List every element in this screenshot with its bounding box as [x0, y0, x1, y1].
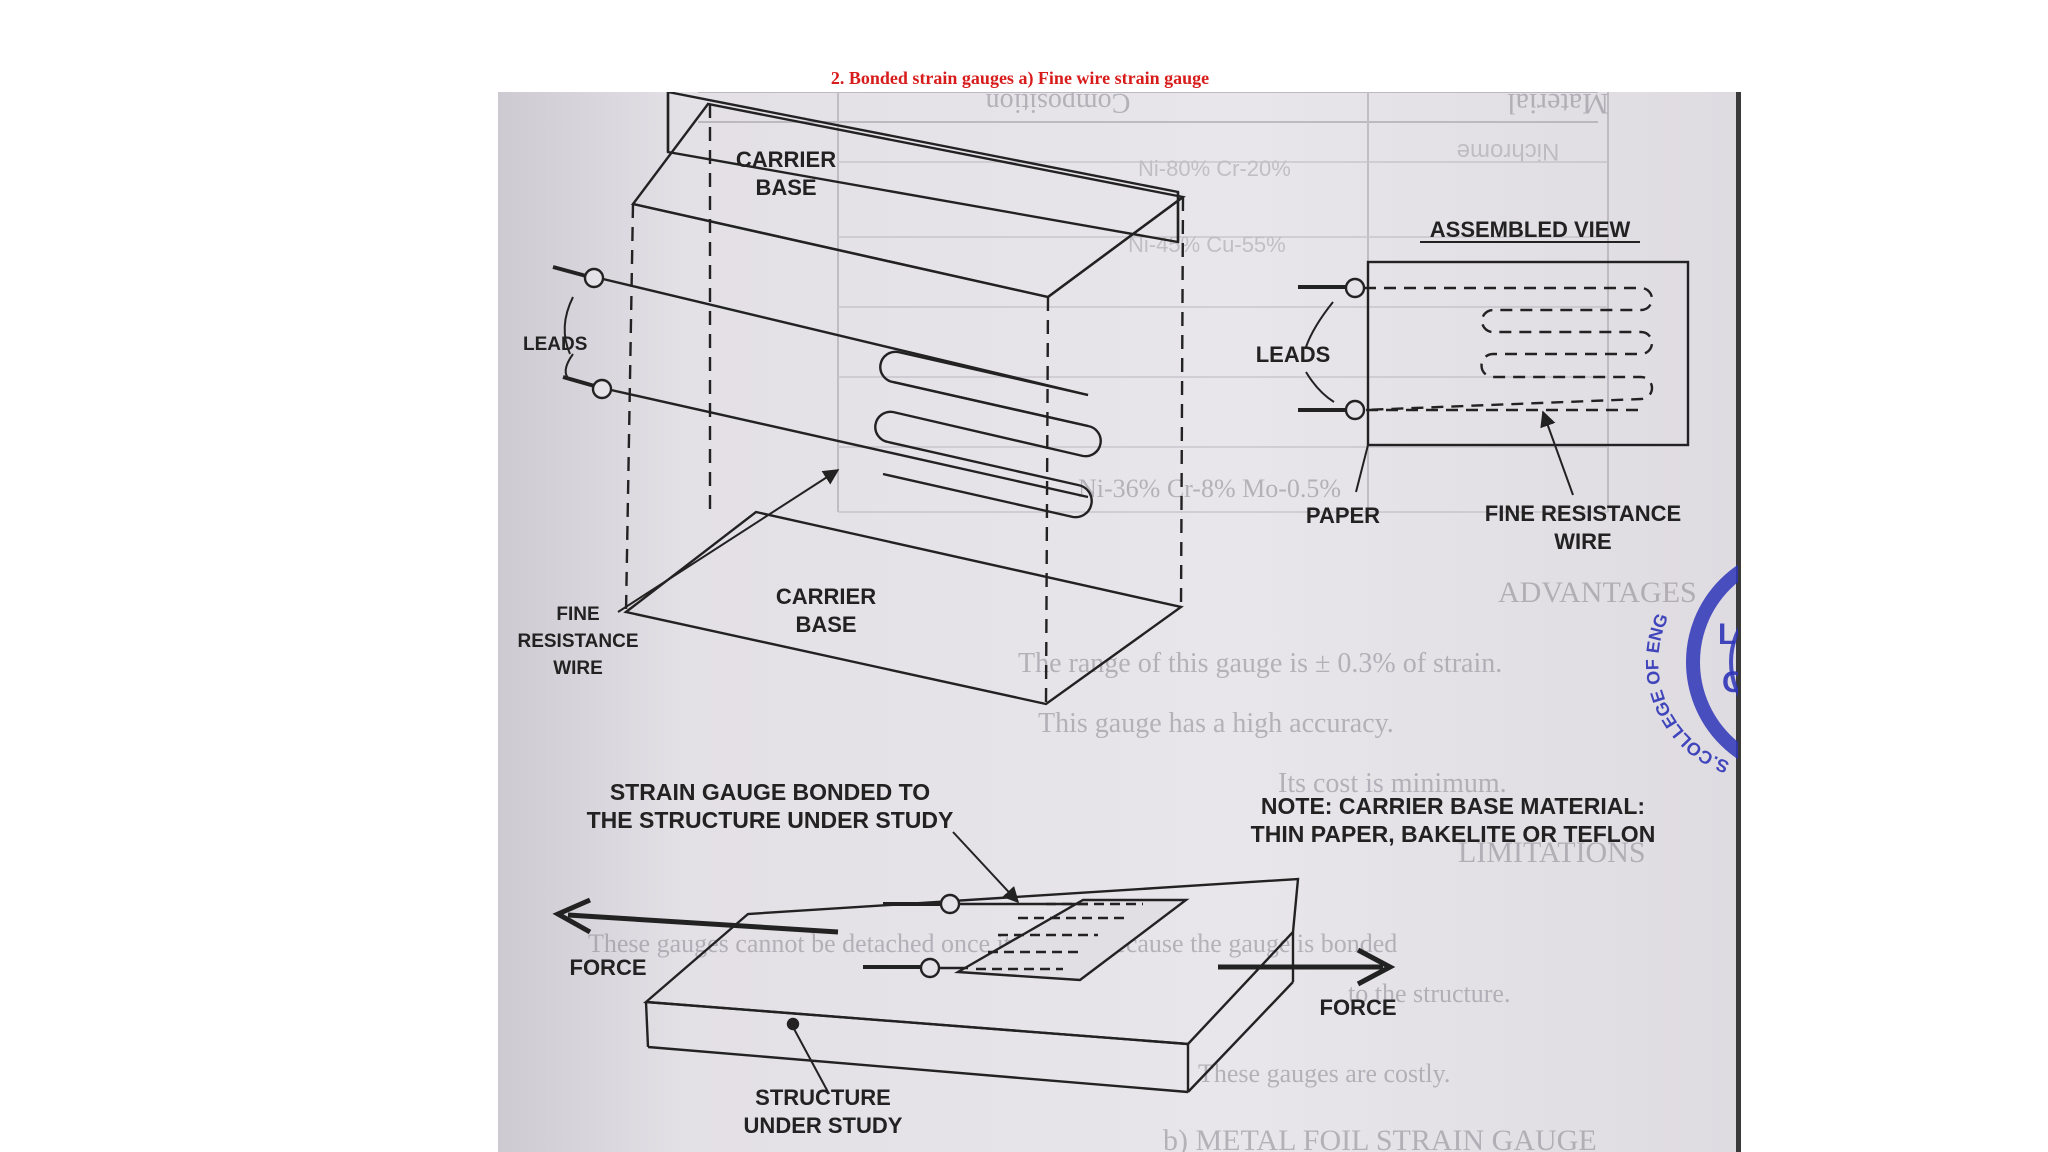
ghost-section2: LIMITATIONS	[1458, 836, 1646, 869]
force-left-label: FORCE	[570, 955, 647, 980]
ghost-table-header: Material	[1507, 92, 1609, 120]
ghost-row6-comp: Ni-36% Cr-8% Mo-0.5%	[1078, 474, 1341, 503]
note-line-2: THIN PAPER, BAKELITE OR TEFLON	[1251, 821, 1656, 847]
carrier-base-top-label-2: BASE	[755, 175, 816, 200]
assembled-view	[1298, 260, 1690, 496]
svg-text:C: C	[1722, 666, 1741, 699]
paper-background	[498, 92, 1741, 1152]
ghost-table-header2: Composition	[986, 92, 1131, 118]
note-line-1: NOTE: CARRIER BASE MATERIAL:	[1261, 793, 1645, 819]
paper-label: PAPER	[1306, 503, 1380, 528]
ghost-row1-comp: Ni-80% Cr-20%	[1138, 156, 1291, 181]
structure-label-2: UNDER STUDY	[744, 1113, 903, 1138]
show-through-layer: Material Composition Nichrome Ni-80% Cr-…	[588, 92, 1697, 1152]
ghost-section3: b) METAL FOIL STRAIN GAUGE	[1163, 1124, 1597, 1152]
bonded-view	[552, 831, 1396, 1094]
bonded-heading-2: THE STRUCTURE UNDER STUDY	[587, 807, 954, 833]
assembled-view-heading: ASSEMBLED VIEW	[1430, 217, 1631, 242]
carrier-base-bottom-label-2: BASE	[795, 612, 856, 637]
ghost-bullet1: The range of this gauge is ± 0.3% of str…	[1018, 648, 1502, 679]
exploded-view	[552, 92, 1186, 706]
leads-label-assembled: LEADS	[1256, 342, 1331, 367]
page-title: 2. Bonded strain gauges a) Fine wire str…	[830, 68, 1210, 88]
ghost-row1-material: Nichrome	[1457, 138, 1560, 165]
diagram-photo: Material Composition Nichrome Ni-80% Cr-…	[498, 92, 1741, 1152]
svg-text:L: L	[1718, 618, 1736, 651]
force-right-label: FORCE	[1320, 995, 1397, 1020]
fine-resistance-wire-label-1: FINE	[556, 604, 599, 625]
bonded-heading-1: STRAIN GAUGE BONDED TO	[610, 779, 930, 805]
assembled-wire-label-2: WIRE	[1554, 529, 1611, 554]
carrier-base-bottom-label-1: CARRIER	[776, 584, 876, 609]
leads-label-exploded: LEADS	[523, 334, 587, 355]
carrier-base-top-label-1: CARRIER	[736, 147, 836, 172]
ghost-bullet3: Its cost is minimum.	[1278, 768, 1507, 799]
ghost-section1: ADVANTAGES	[1498, 576, 1697, 609]
fine-resistance-wire-label-3: WIRE	[553, 658, 603, 679]
assembled-wire-label-1: FINE RESISTANCE	[1485, 501, 1681, 526]
fine-resistance-wire-label-2: RESISTANCE	[517, 631, 638, 652]
ghost-bullet4b: to the structure.	[1348, 979, 1510, 1008]
ghost-row2-comp: Ni-45% Cu-55%	[1128, 232, 1286, 257]
ghost-bullet2: This gauge has a high accuracy.	[1038, 708, 1394, 739]
structure-label-1: STRUCTURE	[755, 1085, 891, 1110]
ghost-bullet5: These gauges are costly.	[1198, 1059, 1450, 1088]
